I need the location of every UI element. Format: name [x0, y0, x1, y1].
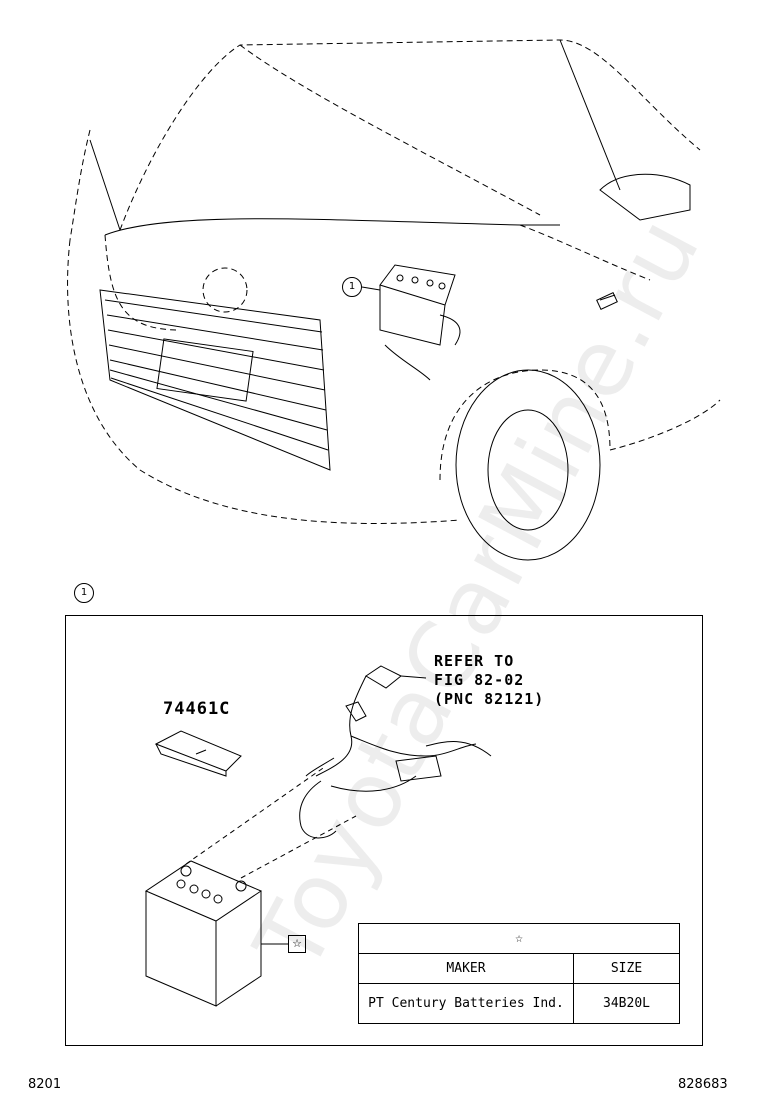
table-row: PT Century Batteries Ind. 34B20L: [358, 983, 680, 1024]
battery-spec-table: ☆ MAKER SIZE PT Century Batteries Ind. 3…: [358, 923, 680, 1024]
detail-frame: 74461C REFER TO FIG 82-02 (PNC 82121) ☆ …: [65, 615, 703, 1046]
reference-line-1: REFER TO: [434, 652, 515, 670]
car-front-view-drawing: [67, 39, 721, 561]
part-number-label: 74461C: [163, 699, 231, 719]
spec-table-size-cell: 34B20L: [573, 983, 680, 1024]
callout-1-car: 1: [342, 277, 362, 297]
spec-table-col-size: SIZE: [573, 953, 680, 984]
footer-left-code: 8201: [28, 1077, 62, 1092]
spec-table-col-maker: MAKER: [358, 953, 574, 984]
footer-right-code: 828683: [678, 1077, 728, 1092]
spec-table-header-symbol: ☆: [358, 923, 680, 954]
callout-1-detail: 1: [74, 583, 94, 603]
reference-line-2: FIG 82-02: [434, 671, 525, 689]
battery-star-marker: ☆: [288, 935, 306, 953]
battery-detail-drawing: [144, 665, 492, 1007]
spec-table-maker-cell: PT Century Batteries Ind.: [358, 983, 574, 1024]
reference-line-3: (PNC 82121): [434, 690, 545, 708]
